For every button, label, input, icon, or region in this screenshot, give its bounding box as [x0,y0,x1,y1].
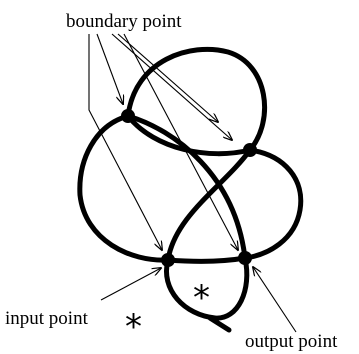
pointer-line [96,33,123,104]
asterisk-inner: * [193,278,210,318]
middle-arc [165,255,248,264]
knot-strands [77,46,304,333]
asterisk-outer: * [125,307,142,347]
boundary-pointers [88,33,297,333]
pointer-line [253,267,297,333]
boundary-point-top-left [121,109,135,123]
top-loop [125,46,268,153]
output-tail [207,315,232,333]
crossing-strand-b [165,147,253,263]
boundary-point-top-right [243,143,257,157]
right-loop [242,147,304,261]
crossing-strand-a [125,113,248,261]
output-point-label: output point [245,331,338,352]
boundary-point-input [161,253,175,267]
left-loop [77,113,171,263]
pointer-line [88,34,162,250]
pointer-line [117,33,218,122]
boundary-points [121,109,257,267]
bottom-loop [164,255,250,321]
pointer-line [123,33,238,250]
boundary-point-output [238,251,252,265]
boundary-point-label: boundary point [66,11,182,32]
input-point-label: input point [5,308,89,329]
pointer-line [100,268,161,301]
upper-inner-arc [125,113,253,157]
